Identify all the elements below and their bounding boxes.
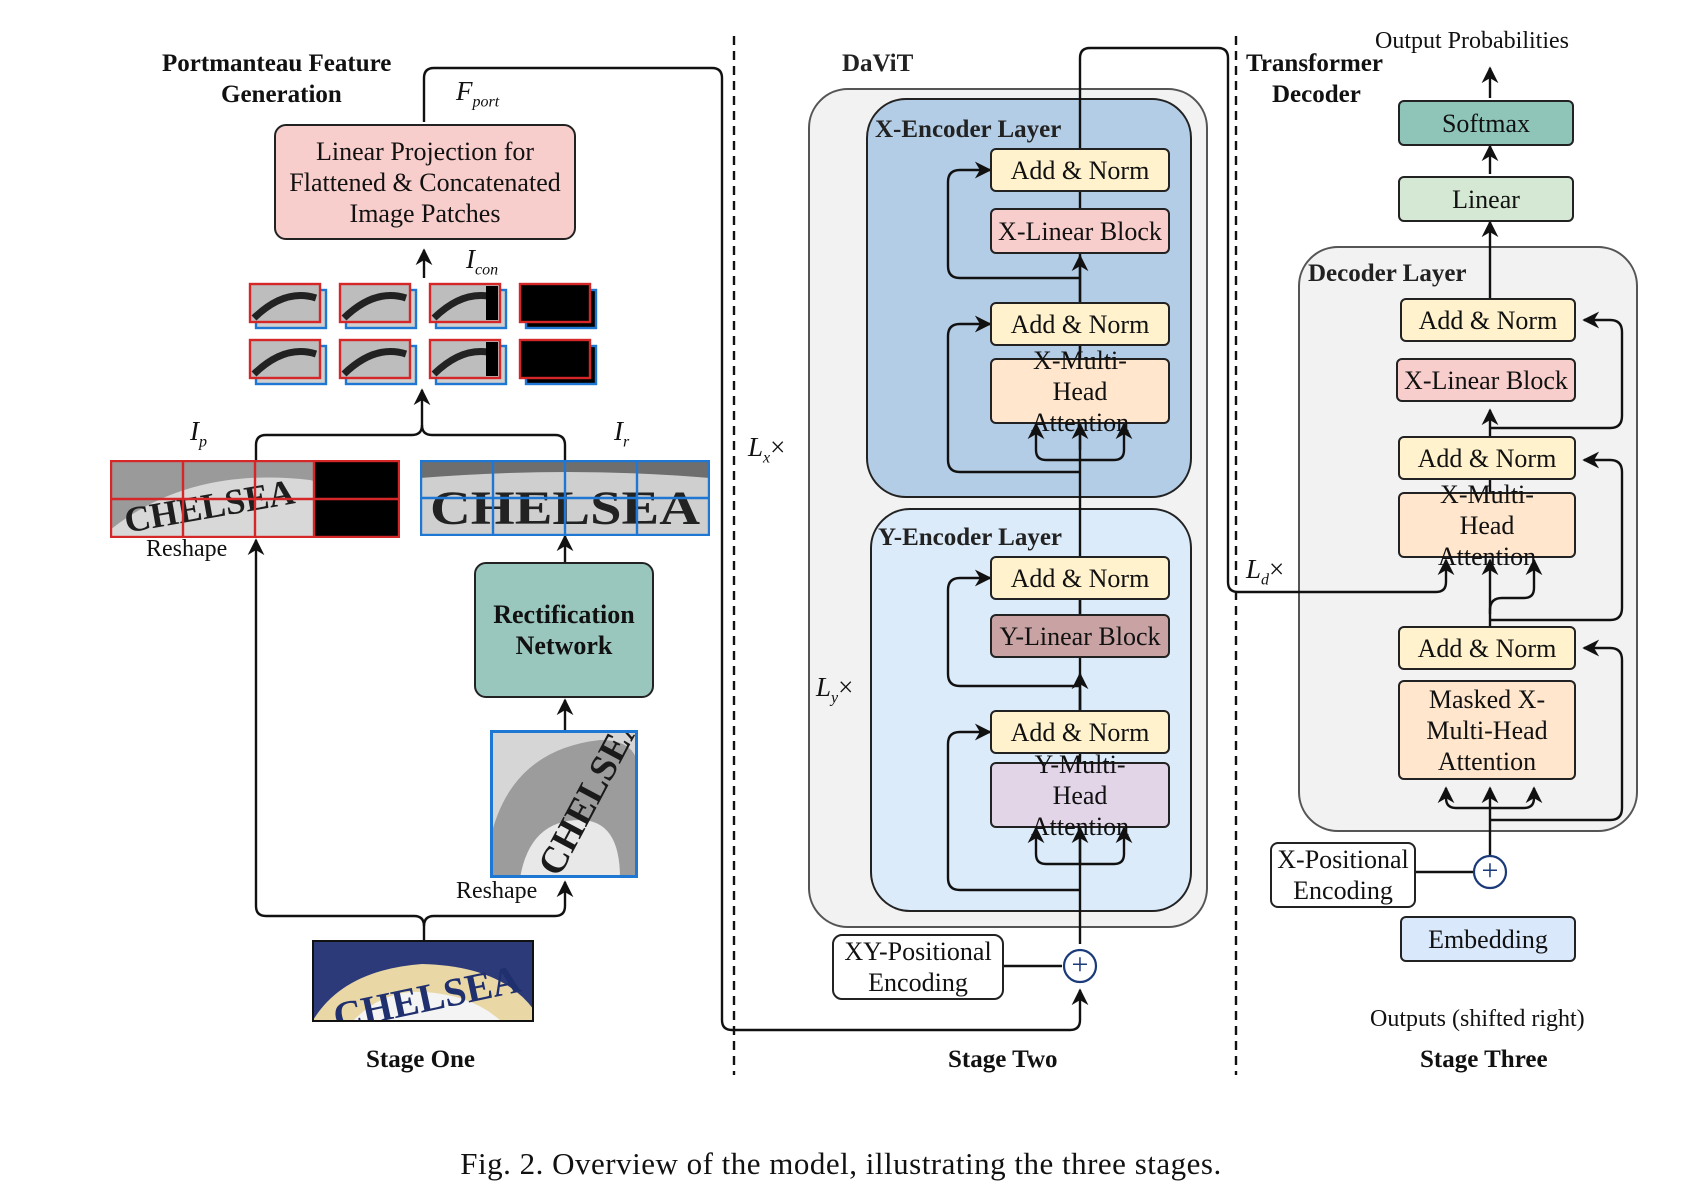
ly-times: × xyxy=(838,672,854,702)
x-positional-encoding: X-Positional Encoding xyxy=(1270,842,1416,908)
reshape-right-label: Reshape xyxy=(456,878,538,904)
output-probabilities-label: Output Probabilities xyxy=(1375,28,1569,54)
embedding-box: Embedding xyxy=(1400,916,1576,962)
rectification-network-box: Rectification Network xyxy=(474,562,654,698)
input-image: CHELSEA xyxy=(312,940,534,1022)
image-patch xyxy=(338,282,418,330)
i-r-label: Ir xyxy=(614,416,629,451)
square-input-image: CHELSEA xyxy=(490,730,638,878)
y-add-norm-bottom: Add & Norm xyxy=(990,710,1170,754)
i-con-symbol: I xyxy=(466,244,475,274)
stage1-title-line1: Portmanteau Feature xyxy=(162,50,392,77)
x-add-norm-bottom: Add & Norm xyxy=(990,302,1170,346)
rectified-image: CHELSEA xyxy=(420,460,710,536)
stage-two-label: Stage Two xyxy=(948,1046,1058,1073)
decoder-x-linear-block: X-Linear Block xyxy=(1396,358,1576,402)
davit-title: DaViT xyxy=(842,50,914,77)
i-con-sub: con xyxy=(475,261,499,279)
xy-positional-encoding: XY-Positional Encoding xyxy=(832,934,1004,1000)
decoder-x-multi-head-attention: X-Multi-Head Attention xyxy=(1398,480,1576,571)
decoder-add-norm-3: Add & Norm xyxy=(1398,626,1576,670)
ld-times: × xyxy=(1269,554,1285,584)
stage3-title-line1: Transformer xyxy=(1246,50,1383,77)
y-linear-block: Y-Linear Block xyxy=(990,614,1170,658)
xy-plus-sign: + xyxy=(1071,948,1089,981)
x-add-norm-top: Add & Norm xyxy=(990,148,1170,192)
y-encoder-label: Y-Encoder Layer xyxy=(878,524,1063,551)
image-patch xyxy=(518,282,598,330)
ly-label: Ly× xyxy=(816,672,853,707)
softmax-box: Softmax xyxy=(1398,100,1574,146)
i-con-label: Icon xyxy=(466,244,498,279)
x-plus-circle xyxy=(1472,854,1508,890)
ly-symbol: L xyxy=(816,672,832,702)
f-port-symbol: F xyxy=(456,76,473,106)
f-port-label: Fport xyxy=(456,76,499,111)
stage-one-label: Stage One xyxy=(366,1046,476,1073)
image-patch xyxy=(248,282,328,330)
image-patch xyxy=(428,338,508,386)
i-p-label: Ip xyxy=(190,416,207,451)
x-multi-head-attention: X-Multi-Head Attention xyxy=(990,346,1170,437)
x-plus-sign: + xyxy=(1481,854,1499,887)
decoder-add-norm-1: Add & Norm xyxy=(1400,298,1576,342)
outputs-shifted-label: Outputs (shifted right) xyxy=(1370,1006,1585,1032)
decoder-add-norm-2: Add & Norm xyxy=(1398,436,1576,480)
stage-three-label: Stage Three xyxy=(1420,1046,1548,1073)
ld-sub: d xyxy=(1261,571,1270,589)
image-patch xyxy=(428,282,508,330)
ld-label: Ld× xyxy=(1246,554,1284,589)
x-linear-block: X-Linear Block xyxy=(990,208,1170,254)
i-r-sub: r xyxy=(623,433,630,451)
linear-box: Linear xyxy=(1398,176,1574,222)
i-r-symbol: I xyxy=(614,416,623,446)
image-patch xyxy=(518,338,598,386)
lx-times: × xyxy=(770,432,786,462)
stage1-title-line2: Generation xyxy=(221,81,342,108)
f-port-sub: port xyxy=(472,93,500,111)
y-add-norm-top: Add & Norm xyxy=(990,556,1170,600)
decoder-layer-label: Decoder Layer xyxy=(1308,260,1467,287)
xy-plus-circle xyxy=(1062,948,1098,984)
ly-sub: y xyxy=(831,689,839,707)
image-patch xyxy=(248,338,328,386)
x-encoder-label: X-Encoder Layer xyxy=(875,116,1062,143)
ld-symbol: L xyxy=(1246,554,1262,584)
lx-label: Lx× xyxy=(748,432,785,467)
reshaped-patch-grid-image: CHELSEA xyxy=(110,460,400,538)
concatenated-patches xyxy=(248,282,598,386)
figure-caption: Fig. 2. Overview of the model, illustrat… xyxy=(460,1146,1222,1181)
i-p-sub: p xyxy=(199,433,207,451)
lx-symbol: L xyxy=(748,432,764,462)
masked-multi-head-attention: Masked X-Multi-Head Attention xyxy=(1398,680,1576,780)
lx-sub: x xyxy=(763,449,771,467)
reshape-left-label: Reshape xyxy=(146,536,228,562)
image-patch xyxy=(338,338,418,386)
linear-projection-box: Linear Projection for Flattened & Concat… xyxy=(274,124,576,240)
y-multi-head-attention: Y-Multi-Head Attention xyxy=(990,750,1170,841)
stage3-title-line2: Decoder xyxy=(1272,81,1361,108)
i-p-symbol: I xyxy=(190,416,199,446)
